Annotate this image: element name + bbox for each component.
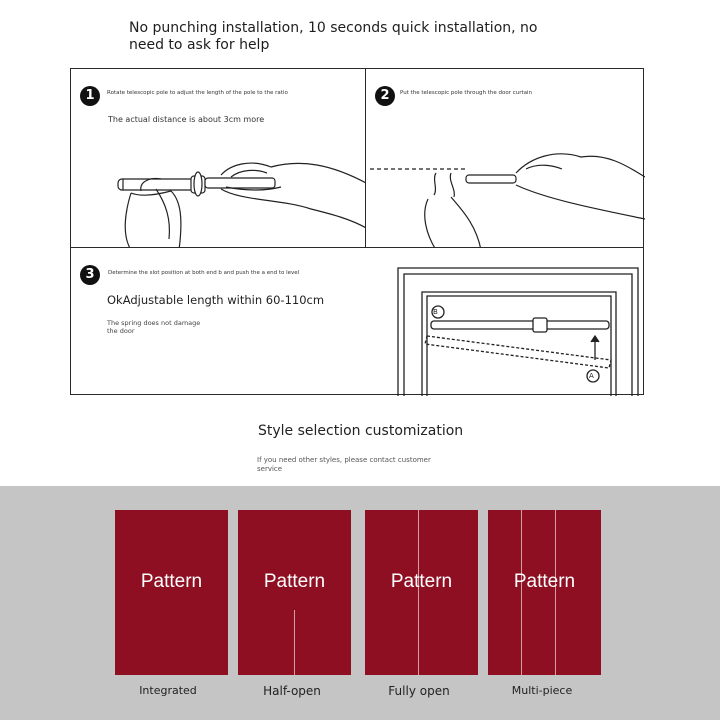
step-3-note: The spring does not damage the door xyxy=(107,319,201,335)
caption-half-open: Half-open xyxy=(263,684,321,698)
style-section-subtitle: If you need other styles, please contact… xyxy=(257,456,431,473)
caption-integrated: Integrated xyxy=(139,684,197,697)
style-half-open-swatch[interactable]: Pattern xyxy=(238,510,351,675)
step-3-title: Determine the slot position at both end … xyxy=(108,270,300,276)
step-1-title: Rotate telescopic pole to adjust the len… xyxy=(107,90,288,96)
swatch-pattern-label: Pattern xyxy=(140,571,203,592)
step-2-number: 2 xyxy=(375,86,395,106)
step-1-illustration xyxy=(117,162,368,250)
step-2-illustration xyxy=(370,153,645,250)
step-3-illustration xyxy=(397,267,639,396)
swatch-pattern-label: Pattern xyxy=(390,571,453,592)
step-1-panel: 1 Rotate telescopic pole to adjust the l… xyxy=(70,68,368,250)
curtain-split-line xyxy=(418,510,419,675)
step-2-panel: 2 Put the telescopic pole through the do… xyxy=(365,68,645,250)
curtain-split-line xyxy=(555,510,556,675)
curtain-split-line xyxy=(521,510,522,675)
swatch-pattern-label: Pattern xyxy=(263,571,326,592)
style-multi-piece-swatch[interactable]: Pattern xyxy=(488,510,601,675)
step-3-heading: OkAdjustable length within 60-110cm xyxy=(107,293,325,307)
label-b: B xyxy=(433,308,438,316)
style-fully-open-swatch[interactable]: Pattern xyxy=(365,510,478,675)
step-1-number: 1 xyxy=(80,86,100,106)
step-1-note: The actual distance is about 3cm more xyxy=(108,115,265,124)
step-3-number: 3 xyxy=(80,265,100,285)
style-section-title: Style selection customization xyxy=(258,423,464,439)
curtain-split-line xyxy=(294,610,295,675)
headline: No punching installation, 10 seconds qui… xyxy=(129,20,538,53)
style-integrated-swatch[interactable]: Pattern xyxy=(115,510,228,675)
swatch-pattern-label: Pattern xyxy=(513,571,576,592)
label-a: A xyxy=(589,372,594,380)
caption-fully-open: Fully open xyxy=(388,684,450,698)
caption-multi-piece: Multi-piece xyxy=(511,684,573,697)
step-3-panel: B A 3 Determine the slot position at bot… xyxy=(70,247,644,396)
step-2-title: Put the telescopic pole through the door… xyxy=(400,90,533,96)
